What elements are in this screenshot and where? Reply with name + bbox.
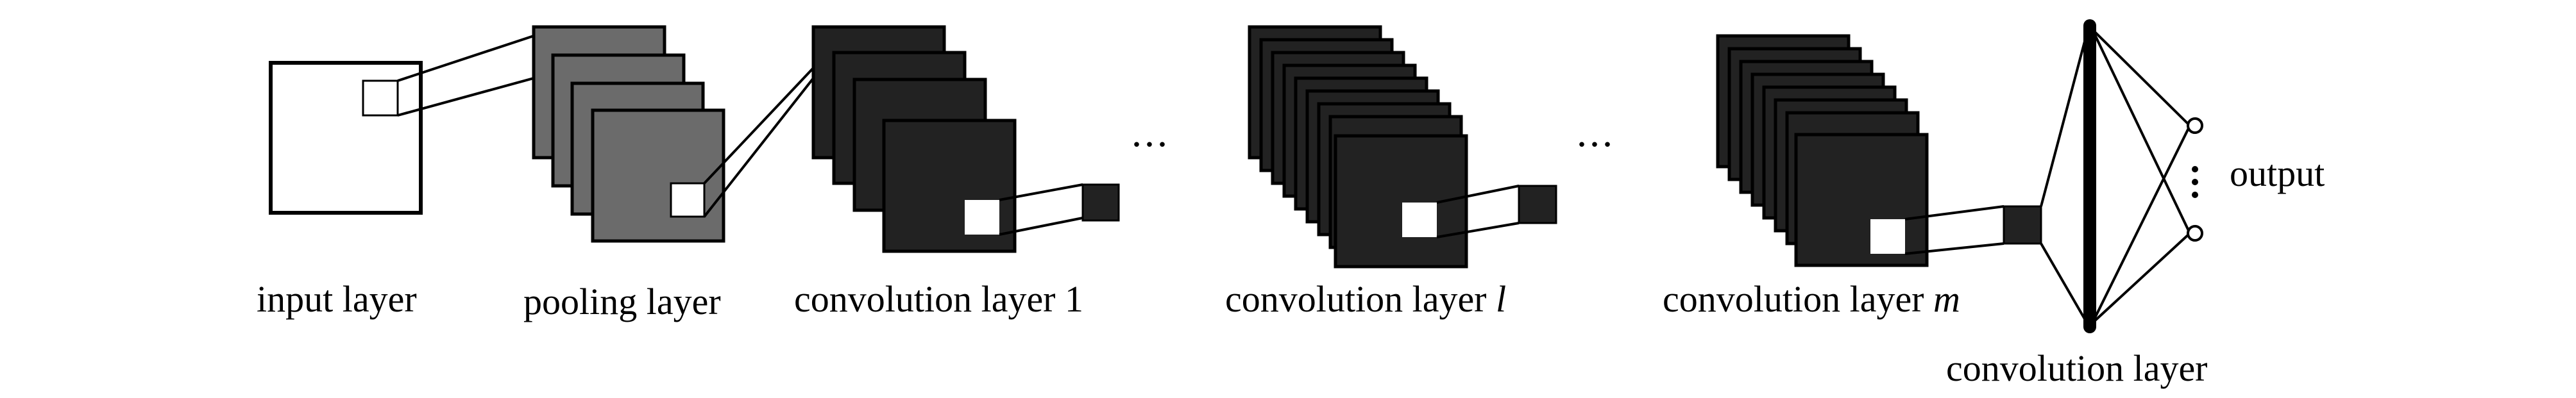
output-node	[2187, 117, 2203, 134]
output-ellipsis-dot	[2192, 179, 2198, 185]
label-conv-layer-1: convolution layer 1	[794, 278, 1083, 320]
ellipsis-after-convl: ...	[1577, 110, 1615, 155]
convm-feature-map-front	[1794, 133, 1929, 267]
label-input-layer: input layer	[257, 278, 417, 320]
pooling-feature-map-front	[591, 108, 725, 243]
convl-output-connector-bottom	[1436, 222, 1520, 238]
convm-output-connector-bottom	[1904, 242, 2004, 255]
label-conv-layer-1-prefix: convolution layer	[794, 278, 1065, 320]
fc-connection	[2091, 125, 2191, 324]
final-convolution-layer	[2003, 19, 2203, 333]
input-receptive-field	[362, 79, 399, 117]
convm-output-unit	[2003, 205, 2042, 245]
input-to-pool-connector-bottom	[397, 77, 534, 117]
label-conv-layer-l-index: l	[1496, 278, 1506, 320]
output-node	[2187, 225, 2203, 242]
conv-layer-1	[811, 25, 1120, 253]
label-conv-layer-m-index: m	[1933, 278, 1960, 320]
convl-output-connector-top	[1436, 185, 1520, 204]
conv1-output-connector-top	[999, 183, 1083, 201]
pool-to-conv1-connector-top	[703, 67, 815, 185]
conv1-kernel-window	[965, 200, 999, 235]
convm-kernel-window	[1870, 219, 1905, 254]
output-ellipsis-dot	[2192, 192, 2198, 198]
label-conv-layer-m-prefix: convolution layer	[1663, 278, 1933, 320]
conv1-output-connector-bottom	[999, 217, 1083, 236]
output-ellipsis-dot	[2192, 166, 2198, 172]
label-conv-layer-1-index: 1	[1065, 278, 1083, 320]
unit-to-bar-connector-top	[2040, 26, 2090, 207]
label-pooling-layer: pooling layer	[523, 281, 721, 322]
pool-to-conv1-connector-bottom	[703, 77, 815, 218]
convl-kernel-window	[1402, 203, 1437, 237]
input-to-pool-connector-top	[397, 35, 534, 82]
pooling-receptive-field	[670, 182, 706, 218]
input-layer	[269, 35, 534, 215]
label-final-conv-layer: convolution layer	[1946, 347, 2208, 389]
conv-layer-m	[1716, 34, 2004, 267]
fc-connection	[2091, 28, 2191, 127]
unit-to-bar-connector-bottom	[2040, 242, 2090, 327]
convm-output-connector-top	[1904, 205, 2004, 220]
label-conv-layer-l-prefix: convolution layer	[1225, 278, 1496, 320]
label-conv-layer-m: convolution layer m	[1663, 278, 1960, 320]
pooling-layer	[532, 25, 815, 243]
conv1-output-unit	[1081, 183, 1120, 222]
label-conv-layer-l: convolution layer l	[1225, 278, 1506, 320]
label-output: output	[2230, 153, 2325, 194]
convl-output-unit	[1518, 185, 1557, 224]
conv-layer-l	[1248, 25, 1557, 269]
ellipsis-after-conv1: ...	[1131, 110, 1170, 155]
fc-connection	[2091, 29, 2191, 234]
fc-connection	[2091, 232, 2191, 324]
